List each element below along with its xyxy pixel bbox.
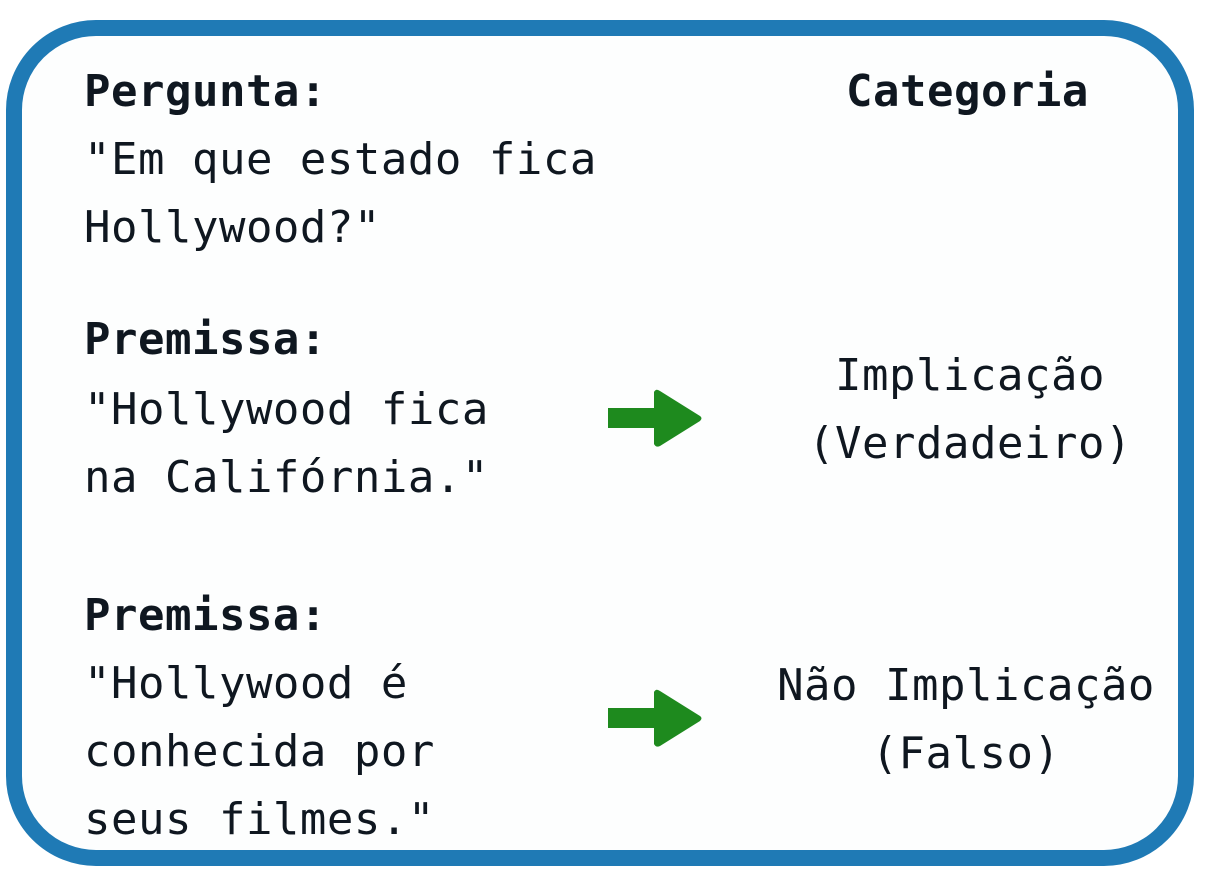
question-line-1: "Em que estado fica — [84, 134, 597, 185]
right-arrow-icon — [608, 389, 702, 447]
category-1-line-2: (Verdadeiro) — [808, 418, 1132, 469]
diagram-frame — [6, 20, 1194, 866]
premise-2-line-1: "Hollywood é — [84, 658, 408, 709]
category-1-line-1: Implicação — [835, 350, 1105, 401]
premise-2-line-3: seus filmes." — [84, 794, 435, 845]
premise-2-line-2: conhecida por — [84, 726, 435, 777]
category-heading: Categoria — [846, 66, 1089, 117]
right-arrow-icon — [608, 689, 702, 747]
question-heading: Pergunta: — [84, 66, 327, 117]
category-2-line-1: Não Implicação — [777, 660, 1155, 711]
premise-1-line-2: na Califórnia." — [84, 452, 489, 503]
premise-1-label: Premissa: — [84, 314, 327, 365]
premise-2-label: Premissa: — [84, 590, 327, 641]
question-line-2: Hollywood?" — [84, 202, 381, 253]
premise-1-line-1: "Hollywood fica — [84, 384, 489, 435]
category-2-line-2: (Falso) — [871, 728, 1061, 779]
